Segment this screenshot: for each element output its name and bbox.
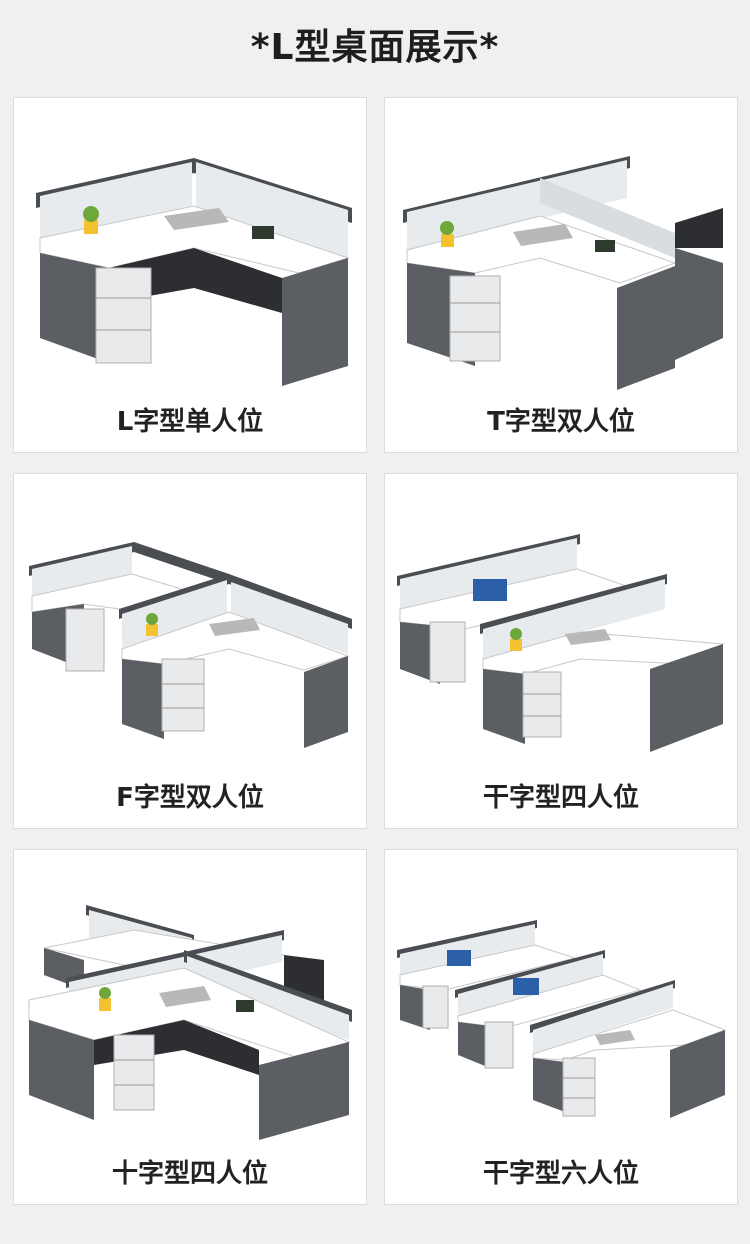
card-label: T字型双人位 [487,407,635,437]
desk-illustration [28,905,352,1140]
product-card-l-single[interactable]: L字型单人位 [13,97,367,453]
product-card-t-double[interactable]: T字型双人位 [384,97,738,453]
card-label: 干字型四人位 [482,783,639,813]
desk-illustration [397,920,727,1118]
desk-t-double [403,156,723,390]
desk-illustration [397,534,725,752]
desk-gan-four [397,534,725,752]
card-label: L字型单人位 [116,407,264,437]
page-title: *L型桌面展示* [250,27,500,68]
desk-l-single [36,158,352,386]
desk-cross-four [28,905,352,1140]
desk-illustration [36,158,352,386]
desk-illustration [29,542,352,748]
card-label: F字型双人位 [116,783,264,813]
product-card-cross-four[interactable]: 十字型四人位 [13,849,367,1205]
product-card-gan-four[interactable]: 干字型四人位 [384,473,738,829]
desk-illustration [403,156,723,390]
desk-f-double [29,542,352,748]
card-label: 十字型四人位 [111,1159,268,1189]
desk-gan-six [397,920,727,1118]
product-card-f-double[interactable]: F字型双人位 [13,473,367,829]
product-card-gan-six[interactable]: 干字型六人位 [384,849,738,1205]
card-label: 干字型六人位 [482,1159,639,1189]
